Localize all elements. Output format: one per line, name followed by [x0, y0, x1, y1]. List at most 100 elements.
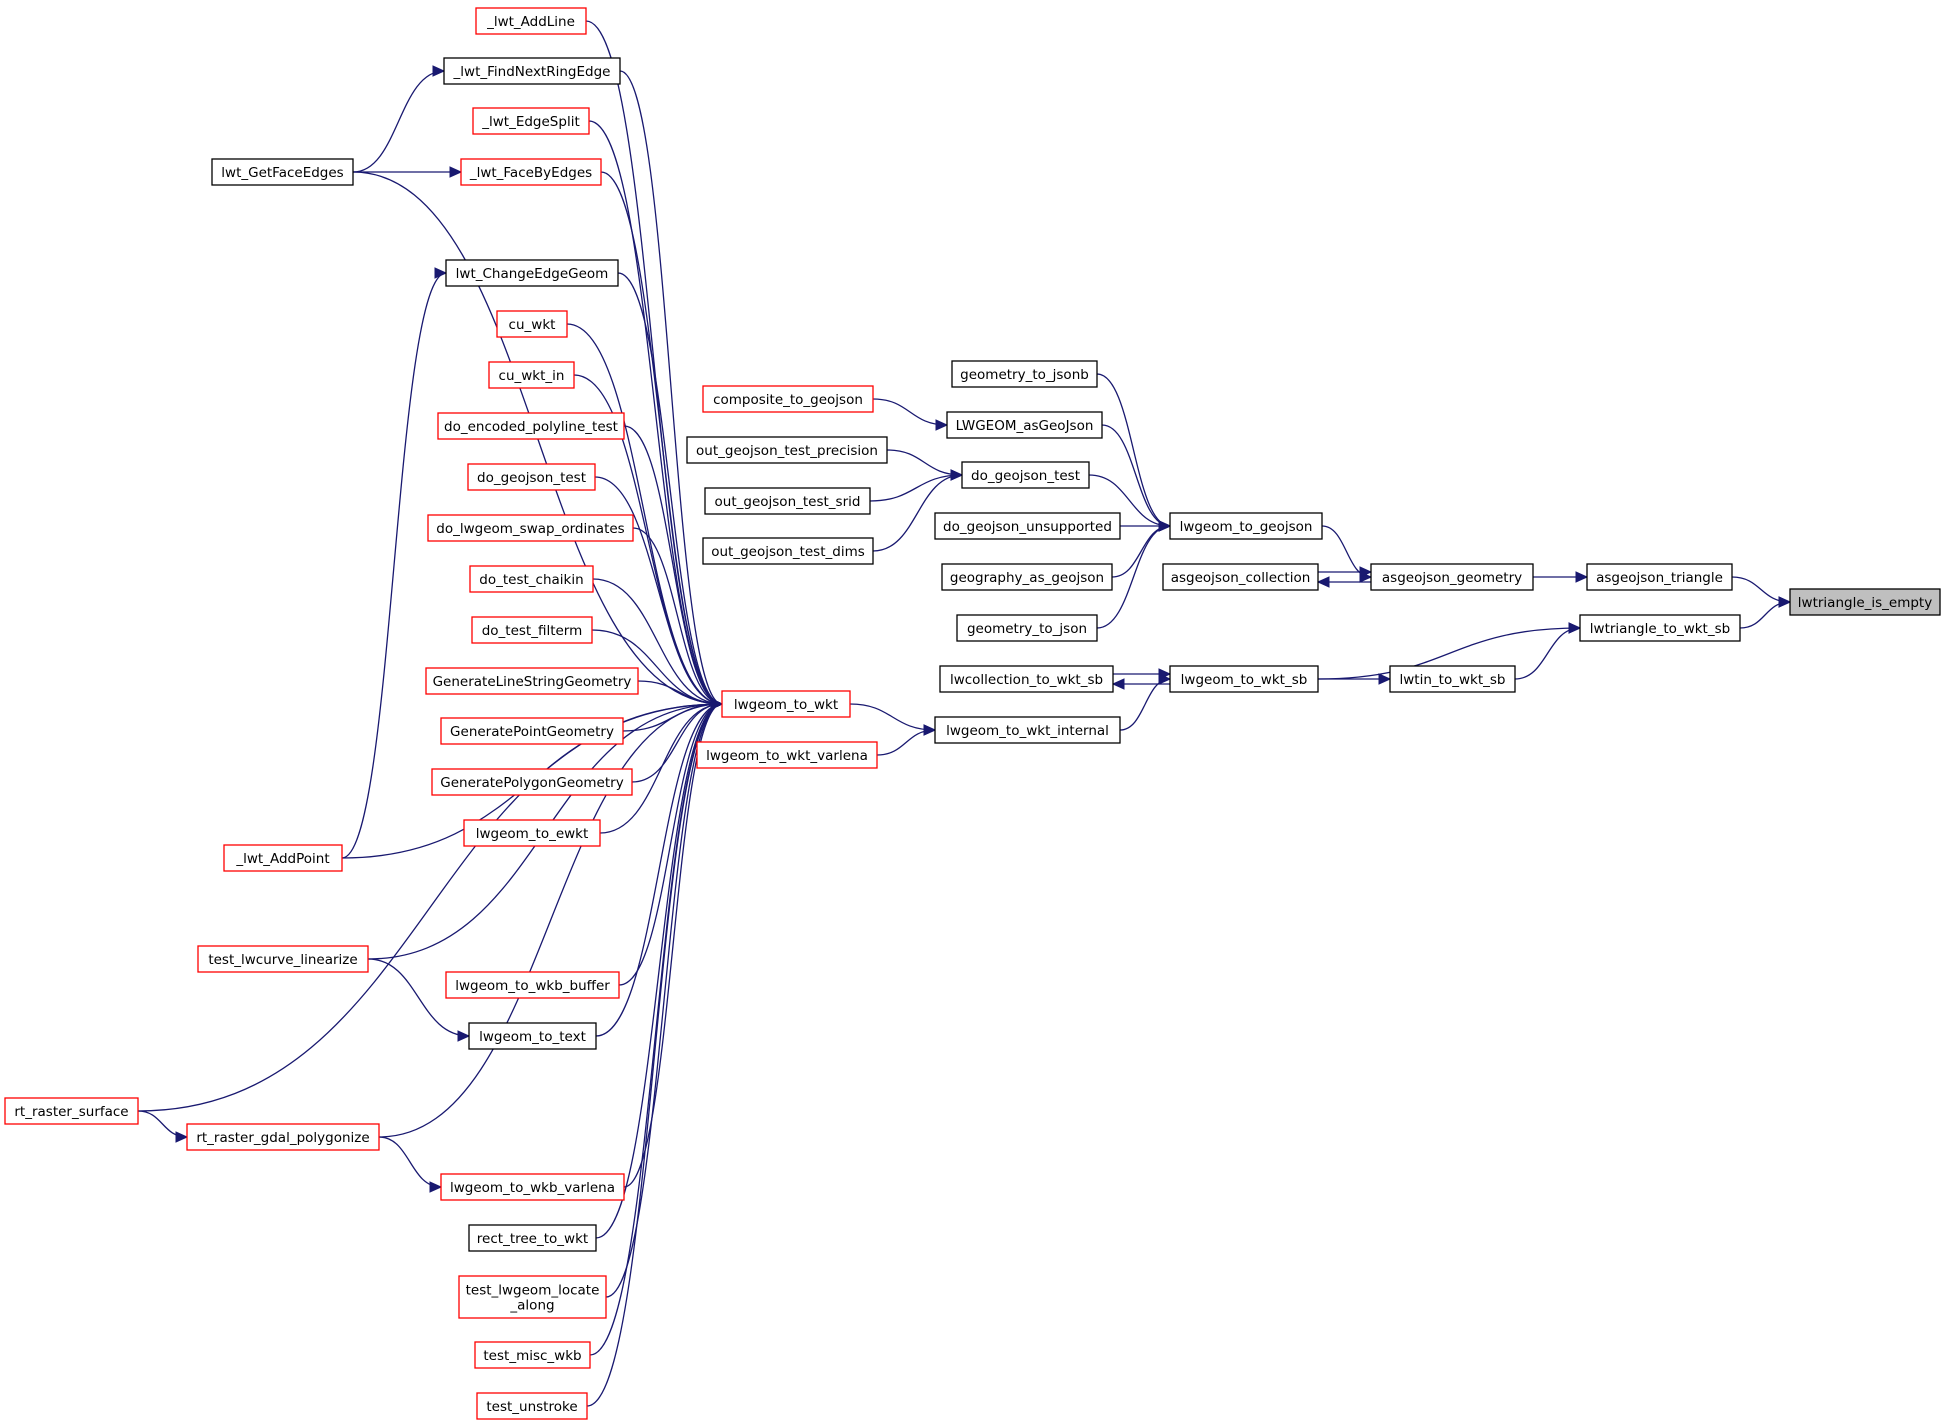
node-box [474, 1341, 591, 1369]
node-lwgeom-as-geo-json[interactable]: LWGEOM_asGeoJson [946, 411, 1103, 439]
node-box [471, 616, 593, 644]
edge-lwgeom-to-wkb-varlena-to-lwgeom-to-wkt [623, 703, 723, 1188]
node-asgeojson-collection[interactable]: asgeojson_collection [1162, 563, 1319, 591]
node-label: out_geojson_test_precision [696, 443, 878, 459]
node-lwgeom-to-wkt-internal[interactable]: lwgeom_to_wkt_internal [934, 716, 1121, 744]
node-lwgeom-to-text[interactable]: lwgeom_to_text [468, 1022, 597, 1050]
node-lwtin-to-wkt-sb[interactable]: lwtin_to_wkt_sb [1389, 665, 1516, 693]
node-label: lwgeom_to_text [479, 1029, 586, 1045]
node-generate-line-string-geometry[interactable]: GenerateLineStringGeometry [425, 667, 639, 695]
node-box [946, 411, 1103, 439]
node-lwgeom-to-ewkt[interactable]: lwgeom_to_ewkt [463, 819, 601, 847]
node-cu-wkt-in[interactable]: cu_wkt_in [488, 361, 575, 389]
node-label: do_encoded_polyline_test [444, 419, 618, 435]
edge-out-geojson-test-dims-to-do-geojson-test-r [872, 474, 963, 552]
node-lwcollection-to-wkt-sb[interactable]: lwcollection_to_wkt_sb [939, 665, 1114, 693]
node-lwgeom-to-wkb-buffer[interactable]: lwgeom_to_wkb_buffer [445, 971, 620, 999]
node-rt-raster-gdal-polygonize[interactable]: rt_raster_gdal_polygonize [186, 1123, 380, 1151]
node-do-geojson-unsupported[interactable]: do_geojson_unsupported [934, 512, 1121, 540]
node-box [425, 667, 639, 695]
node-asgeojson-geometry[interactable]: asgeojson_geometry [1370, 563, 1534, 591]
node-generate-point-geometry[interactable]: GeneratePointGeometry [440, 717, 624, 745]
node-rect-tree-to-wkt[interactable]: rect_tree_to_wkt [468, 1224, 597, 1252]
node-label: asgeojson_geometry [1382, 570, 1522, 586]
node-label: test_unstroke [486, 1399, 577, 1415]
node-box [721, 690, 851, 718]
node-lwt-add-point[interactable]: _lwt_AddPoint [223, 844, 343, 872]
node-box [223, 844, 343, 872]
arrowhead-lwgeom-to-wkt-sb-to-lwtin-to-wkt-sb [1378, 673, 1392, 685]
node-label: do_lwgeom_swap_ordinates [436, 521, 624, 537]
arrowhead-lwgeom-to-wkt-varlena-to-lwgeom-to-wkt-internal [923, 724, 937, 736]
node-out-geojson-test-srid[interactable]: out_geojson_test_srid [704, 487, 871, 515]
node-label: rt_raster_surface [14, 1104, 128, 1120]
node-do-encoded-polyline-test[interactable]: do_encoded_polyline_test [437, 412, 625, 440]
edge-test-lwcurve-linearize-to-lwgeom-to-text [367, 958, 470, 1037]
node-lwgeom-to-wkb-varlena[interactable]: lwgeom_to_wkb_varlena [440, 1173, 625, 1201]
node-box [956, 614, 1098, 642]
edge-geometry-to-json-to-lwgeom-to-geojson [1096, 525, 1171, 629]
node-do-lwgeom-swap-ordinates[interactable]: do_lwgeom_swap_ordinates [427, 514, 634, 542]
node-label: geometry_to_json [967, 621, 1087, 637]
node-asgeojson-triangle[interactable]: asgeojson_triangle [1586, 563, 1733, 591]
node-box [460, 158, 602, 186]
node-label: GenerateLineStringGeometry [433, 674, 632, 690]
node-label: _lwt_FindNextRingEdge [453, 64, 611, 80]
node-geometry-to-jsonb[interactable]: geometry_to_jsonb [951, 360, 1098, 388]
node-rt-raster-surface[interactable]: rt_raster_surface [4, 1097, 139, 1125]
edge-test-unstroke-to-lwgeom-to-wkt [586, 703, 723, 1407]
node-do-test-filterm[interactable]: do_test_filterm [471, 616, 593, 644]
node-box [1169, 512, 1323, 540]
node-box [476, 1392, 588, 1420]
node-lwt-get-face-edges[interactable]: lwt_GetFaceEdges [211, 158, 354, 186]
node-lwgeom-to-geojson[interactable]: lwgeom_to_geojson [1169, 512, 1323, 540]
node-label: rt_raster_gdal_polygonize [196, 1130, 369, 1146]
node-lwtriangle-to-wkt-sb[interactable]: lwtriangle_to_wkt_sb [1579, 614, 1741, 642]
node-lwt-add-line[interactable]: _lwt_AddLine [475, 7, 587, 35]
node-generate-polygon-geometry[interactable]: GeneratePolygonGeometry [431, 768, 633, 796]
node-box [472, 107, 590, 135]
node-box [1579, 614, 1741, 642]
node-do-geojson-test-l[interactable]: do_geojson_test [467, 463, 596, 491]
node-box [1162, 563, 1319, 591]
node-do-geojson-test-r[interactable]: do_geojson_test [961, 461, 1090, 489]
node-test-misc-wkb[interactable]: test_misc_wkb [474, 1341, 591, 1369]
node-box [702, 385, 874, 413]
node-lwgeom-to-wkt[interactable]: lwgeom_to_wkt [721, 690, 851, 718]
node-box [488, 361, 575, 389]
node-lwt-change-edge-geom[interactable]: lwt_ChangeEdgeGeom [445, 259, 619, 287]
node-label: lwtriangle_is_empty [1798, 595, 1932, 611]
node-lwgeom-to-wkt-varlena[interactable]: lwgeom_to_wkt_varlena [696, 741, 878, 769]
node-test-lwcurve-linearize[interactable]: test_lwcurve_linearize [197, 945, 369, 973]
node-lwt-edge-split[interactable]: _lwt_EdgeSplit [472, 107, 590, 135]
node-label: do_geojson_test [477, 470, 586, 486]
node-label: _lwt_AddLine [486, 14, 575, 30]
node-label: cu_wkt_in [499, 368, 565, 384]
node-do-test-chaikin[interactable]: do_test_chaikin [469, 565, 594, 593]
node-box [1370, 563, 1534, 591]
node-cu-wkt[interactable]: cu_wkt [496, 310, 568, 338]
edge-geometry-to-jsonb-to-lwgeom-to-geojson [1096, 373, 1171, 527]
arrowhead-asgeojson-collection-to-asgeojson-geometry [1359, 566, 1373, 578]
node-lwtriangle-is-empty[interactable]: lwtriangle_is_empty [1789, 588, 1941, 616]
node-lwt-face-by-edges[interactable]: _lwt_FaceByEdges [460, 158, 602, 186]
arrowhead-lwt-add-point-to-lwt-change-edge-geom [434, 267, 448, 279]
node-out-geojson-test-precision[interactable]: out_geojson_test_precision [686, 436, 888, 464]
node-label: cu_wkt [509, 317, 556, 333]
node-geography-as-geojson[interactable]: geography_as_geojson [941, 563, 1113, 591]
node-out-geojson-test-dims[interactable]: out_geojson_test_dims [702, 537, 874, 565]
edge-out-geojson-test-srid-to-do-geojson-test-r [869, 474, 963, 502]
arrowhead-lwgeom-to-wkt-internal-to-lwgeom-to-wkt-sb [1158, 673, 1172, 685]
node-composite-to-geojson[interactable]: composite_to_geojson [702, 385, 874, 413]
node-label: lwgeom_to_wkt_sb [1181, 672, 1308, 688]
node-test-unstroke[interactable]: test_unstroke [476, 1392, 588, 1420]
node-label: do_test_filterm [482, 623, 583, 639]
node-lwgeom-to-wkt-sb[interactable]: lwgeom_to_wkt_sb [1169, 665, 1319, 693]
node-lwt-find-next-ring-edge[interactable]: _lwt_FindNextRingEdge [443, 57, 621, 85]
edge-lwt-add-point-to-lwt-change-edge-geom [341, 272, 447, 859]
node-box [939, 665, 1114, 693]
node-label: lwgeom_to_wkt_varlena [706, 748, 868, 764]
node-label: composite_to_geojson [713, 392, 863, 408]
node-test-lwgeom-locate-along[interactable]: test_lwgeom_locate_along [458, 1275, 607, 1319]
node-geometry-to-json[interactable]: geometry_to_json [956, 614, 1098, 642]
